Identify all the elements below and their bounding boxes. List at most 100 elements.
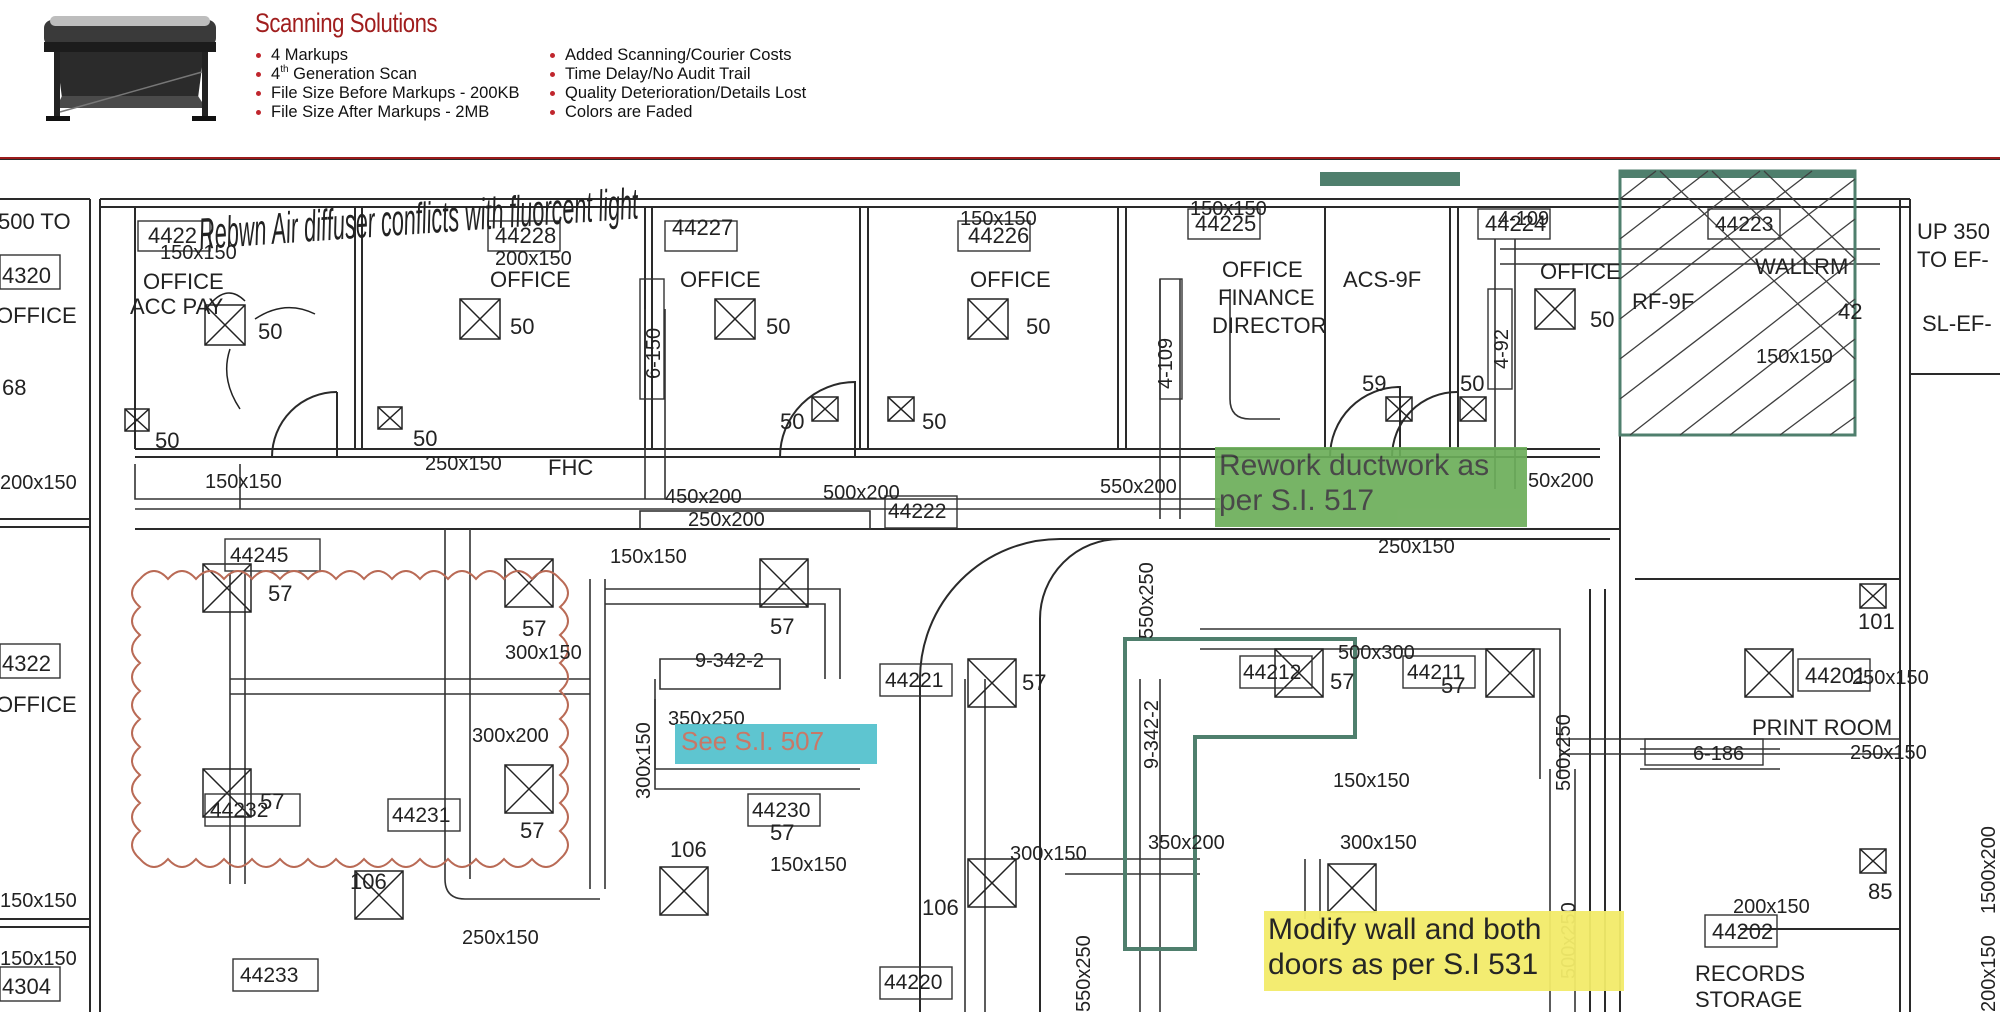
room-tag-44224: 44224 xyxy=(1485,211,1546,236)
flow-values: 50 50 50 50 50 50 50 50 50 50 59 42 57 5… xyxy=(155,299,1895,920)
dim-22: 6-186 xyxy=(1693,743,1744,765)
dim-vert-3: 4-92 xyxy=(1491,329,1513,369)
label-500-to: 500 TO xyxy=(0,209,71,234)
room-office-7: OFFICE xyxy=(1540,259,1621,284)
room-tag-44201: 44201 xyxy=(1805,663,1866,688)
tag-44222: 44222 xyxy=(888,500,946,523)
dim-top-3: 150x150 xyxy=(160,242,237,264)
dim-36: 150x150 xyxy=(0,948,77,970)
markup-see-si-507[interactable]: See S.I. 507 xyxy=(675,724,877,764)
dim-12: 300x150 xyxy=(1010,843,1087,865)
room-office-5: OFFICE xyxy=(1222,257,1303,282)
bullet-markups: 4 Markups xyxy=(256,46,520,65)
dim-vert-10: 1500x200 xyxy=(1978,826,2000,914)
bullet-generation: 4th Generation Scan xyxy=(256,64,520,84)
flow-106-c: 106 xyxy=(922,895,959,920)
left-tag-4322: 4322 xyxy=(2,651,51,676)
room-acc-pay: ACC PAY xyxy=(130,294,224,319)
label-fhc: FHC xyxy=(548,455,593,480)
label-sl-ef: SL-EF- xyxy=(1922,311,1992,336)
header-divider xyxy=(0,157,2000,159)
dim-top-4: 200x150 xyxy=(495,248,572,270)
room-records: RECORDS xyxy=(1695,961,1805,986)
tag-44221: 44221 xyxy=(885,669,943,692)
room-rf-9f: RF-9F xyxy=(1632,289,1694,314)
flow-50-g: 50 xyxy=(413,426,437,451)
flow-59: 59 xyxy=(1362,371,1386,396)
dim-19: 300x150 xyxy=(1340,832,1417,854)
dim-vert-11: 200x150 xyxy=(1978,935,2000,1012)
dim-16: 500x300 xyxy=(1338,642,1415,664)
dim-1: 150x150 xyxy=(205,471,282,493)
dim-30: 50x200 xyxy=(1528,470,1594,492)
dim-vert-7: 300x150 xyxy=(633,722,655,799)
plan-labels: 4422 OFFICE ACC PAY 44228 OFFICE 44227 O… xyxy=(0,209,1992,1012)
flow-50-c: 50 xyxy=(766,314,790,339)
flow-57-g: 57 xyxy=(1022,670,1046,695)
flow-50-f: 50 xyxy=(155,428,179,453)
room-tag-44202: 44202 xyxy=(1712,919,1773,944)
room-wallrm: WALLRM xyxy=(1755,254,1848,279)
dim-top-2: 150x150 xyxy=(960,208,1037,230)
tag-44220: 44220 xyxy=(884,971,942,994)
room-print: PRINT ROOM xyxy=(1752,715,1892,740)
dim-3: 450x200 xyxy=(665,486,742,508)
markup-modify-wall[interactable]: Modify wall and both doors as per S.I 53… xyxy=(1264,911,1624,991)
flow-57-f: 57 xyxy=(770,820,794,845)
markup-rework-ductwork[interactable]: Rework ductwork as per S.I. 517 xyxy=(1215,447,1527,527)
floor-plan-drawing: 4422 OFFICE ACC PAY 44228 OFFICE 44227 O… xyxy=(0,159,2000,1012)
dim-13: 150x150 xyxy=(770,854,847,876)
dim-14: 9-342-2 xyxy=(695,650,764,672)
room-office-3: OFFICE xyxy=(680,267,761,292)
handwritten-note: Rebwn Air diffuser conflicts with fluorc… xyxy=(197,179,640,259)
page-title: Scanning Solutions xyxy=(255,8,438,38)
left-tag-4320: 4320 xyxy=(2,263,51,288)
dim-4: 250x200 xyxy=(688,509,765,531)
dim-8: 150x150 xyxy=(610,546,687,568)
dim-5: 500x200 xyxy=(823,482,900,504)
flow-50-j: 50 xyxy=(1460,371,1484,396)
flow-57-a: 57 xyxy=(268,581,292,606)
room-acs-9f: ACS-9F xyxy=(1343,267,1421,292)
left-bullet-list: 4 Markups 4th Generation Scan File Size … xyxy=(256,46,520,122)
room-tag-44228: 44228 xyxy=(495,223,556,248)
dim-vert-4: 9-342-2 xyxy=(1141,700,1163,769)
bullet-generation-number: 4 xyxy=(271,65,281,83)
flow-57-d: 57 xyxy=(260,789,284,814)
flow-57-c: 57 xyxy=(770,614,794,639)
flow-101: 101 xyxy=(1858,609,1895,634)
flow-50-i: 50 xyxy=(922,409,946,434)
dim-26: 250x150 xyxy=(1850,742,1927,764)
dim-25: 150x150 xyxy=(1756,346,1833,368)
bullet-costs: Added Scanning/Courier Costs xyxy=(550,46,806,65)
flow-106-a: 106 xyxy=(350,869,387,894)
flow-57-b: 57 xyxy=(522,616,546,641)
dim-7: 250x150 xyxy=(1378,536,1455,558)
flow-50-e: 50 xyxy=(1590,307,1614,332)
room-director: DIRECTOR xyxy=(1212,313,1327,338)
flow-57-e: 57 xyxy=(520,818,544,843)
label-68: 68 xyxy=(2,375,26,400)
tag-44211: 44211 xyxy=(1407,661,1464,684)
label-to-ef: TO EF- xyxy=(1917,247,1989,272)
flow-50-d: 50 xyxy=(1026,314,1050,339)
room-tag-44225: 44225 xyxy=(1195,211,1256,236)
bullet-generation-text: Generation Scan xyxy=(288,65,417,83)
dim-41: 250x150 xyxy=(462,927,539,949)
bullet-quality: Quality Deterioration/Details Lost xyxy=(550,84,806,103)
dim-vert-9: 550x250 xyxy=(1073,935,1095,1012)
label-up-350: UP 350 xyxy=(1917,219,1990,244)
dim-9: 300x150 xyxy=(505,642,582,664)
tag-44232: 44232 xyxy=(210,799,268,822)
tag-44223: 44223 xyxy=(1715,213,1773,236)
flow-50-h: 50 xyxy=(780,409,804,434)
dim-top-1: 150x150 xyxy=(1190,198,1267,220)
tag-44230: 44230 xyxy=(752,799,810,822)
left-office-1: OFFICE xyxy=(0,303,77,328)
tag-44233: 44233 xyxy=(240,964,298,987)
room-office-4: OFFICE xyxy=(970,267,1051,292)
bullet-delay: Time Delay/No Audit Trail xyxy=(550,65,806,84)
flow-50-b: 50 xyxy=(510,314,534,339)
dim-vert-5: 500x250 xyxy=(1553,714,1575,791)
tag-44212: 44212 xyxy=(1243,661,1301,684)
